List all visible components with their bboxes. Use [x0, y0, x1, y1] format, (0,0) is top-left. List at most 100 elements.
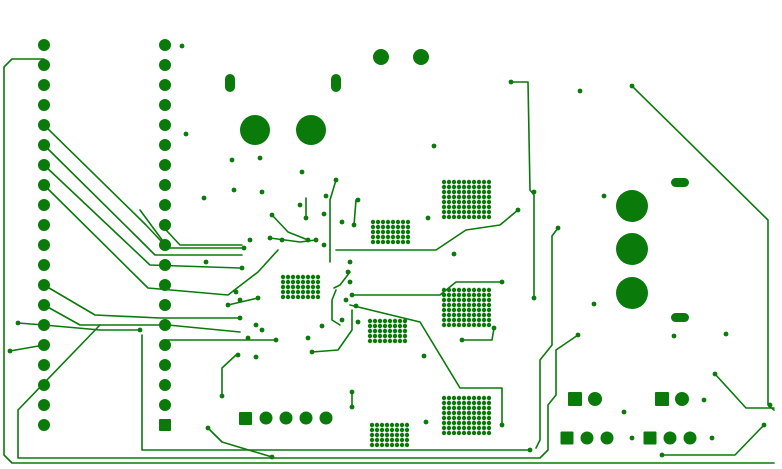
via: [629, 83, 635, 89]
bga-ball: [405, 239, 411, 245]
bga-ball: [486, 395, 492, 401]
bga-ball: [390, 234, 396, 240]
bga-ball: [402, 323, 408, 329]
via: [305, 335, 311, 341]
via: [15, 320, 21, 326]
via: [255, 295, 261, 301]
bga-ball: [367, 323, 373, 329]
bga-ball: [486, 209, 492, 215]
bga-ball: [461, 430, 467, 436]
trace-mid-o: [331, 289, 341, 326]
oval-slot: [671, 313, 689, 322]
bga-ball: [481, 400, 487, 406]
bga-ball: [385, 224, 391, 230]
bga-ball: [481, 405, 487, 411]
bga-ball: [461, 410, 467, 416]
bga-ball: [481, 395, 487, 401]
bga-ball: [446, 297, 452, 303]
bga-ball: [295, 289, 301, 295]
bga-ball: [397, 328, 403, 334]
bga-ball: [441, 425, 447, 431]
bga-ball: [369, 437, 375, 443]
bga-ball: [441, 420, 447, 426]
bga-ball: [315, 279, 321, 285]
large-pad: [616, 233, 648, 265]
via: [629, 435, 635, 441]
via: [183, 131, 189, 137]
trace-bottom-return: [17, 324, 579, 459]
bga-ball: [466, 420, 472, 426]
via: [577, 88, 583, 94]
bga-ball: [446, 199, 452, 205]
bga-ball: [461, 307, 467, 313]
trace-fan5: [43, 284, 241, 319]
bga-ball: [481, 204, 487, 210]
bga-ball: [392, 328, 398, 334]
bga-ball: [481, 179, 487, 185]
bga-ball: [461, 302, 467, 308]
bga-ball: [466, 302, 472, 308]
trace-mid-c: [349, 304, 503, 426]
bga-ball: [476, 204, 482, 210]
bga-ball: [370, 234, 376, 240]
bga-ball: [315, 294, 321, 300]
bga-ball: [456, 317, 462, 323]
via: [531, 189, 537, 195]
bga-ball: [476, 287, 482, 293]
bga-ball: [382, 338, 388, 344]
bga-ball: [476, 297, 482, 303]
bga-ball: [466, 415, 472, 421]
bga-ball: [466, 395, 472, 401]
bga-ball: [451, 395, 457, 401]
bga-ball: [405, 219, 411, 225]
via: [235, 352, 241, 358]
via: [345, 269, 351, 275]
bga-ball: [315, 284, 321, 290]
trace-mid-f: [353, 199, 357, 226]
header-right-pin: [159, 319, 171, 331]
bga-ball: [446, 287, 452, 293]
bga-ball: [486, 189, 492, 195]
connector3-pin: [683, 431, 697, 445]
bga-ball: [375, 219, 381, 225]
via: [349, 404, 355, 410]
bga-ball: [476, 405, 482, 411]
bga-ball: [476, 415, 482, 421]
bga-ball: [476, 322, 482, 328]
bga-ball: [285, 284, 291, 290]
bga-ball: [446, 317, 452, 323]
bga-ball: [405, 234, 411, 240]
bga-ball: [471, 312, 477, 318]
bga-ball: [382, 333, 388, 339]
bga-ball: [300, 294, 306, 300]
bga-ball: [446, 194, 452, 200]
bga-ball: [400, 219, 406, 225]
bga-ball: [461, 292, 467, 298]
connector3-pin: [663, 431, 677, 445]
via: [423, 419, 429, 425]
header-right-pin: [159, 379, 171, 391]
bga-ball: [367, 338, 373, 344]
bga-ball: [441, 395, 447, 401]
header-right-pin: [159, 239, 171, 251]
header-right-pin-square: [159, 419, 171, 431]
connector2-pin: [588, 392, 602, 406]
bga-ball: [285, 289, 291, 295]
bga-ball: [486, 179, 492, 185]
bga-ball: [397, 323, 403, 329]
bga-ball: [461, 209, 467, 215]
bga-ball: [456, 209, 462, 215]
bga-ball: [451, 425, 457, 431]
via: [621, 409, 627, 415]
via: [241, 245, 247, 251]
header-right-pin: [159, 99, 171, 111]
bga-ball: [481, 209, 487, 215]
bga-ball: [446, 209, 452, 215]
bga-ball: [390, 224, 396, 230]
bga-ball: [481, 322, 487, 328]
via: [253, 322, 259, 328]
header-left-pin: [38, 199, 50, 211]
bga-ball: [456, 430, 462, 436]
bga-ball: [481, 199, 487, 205]
bga-ball: [441, 204, 447, 210]
